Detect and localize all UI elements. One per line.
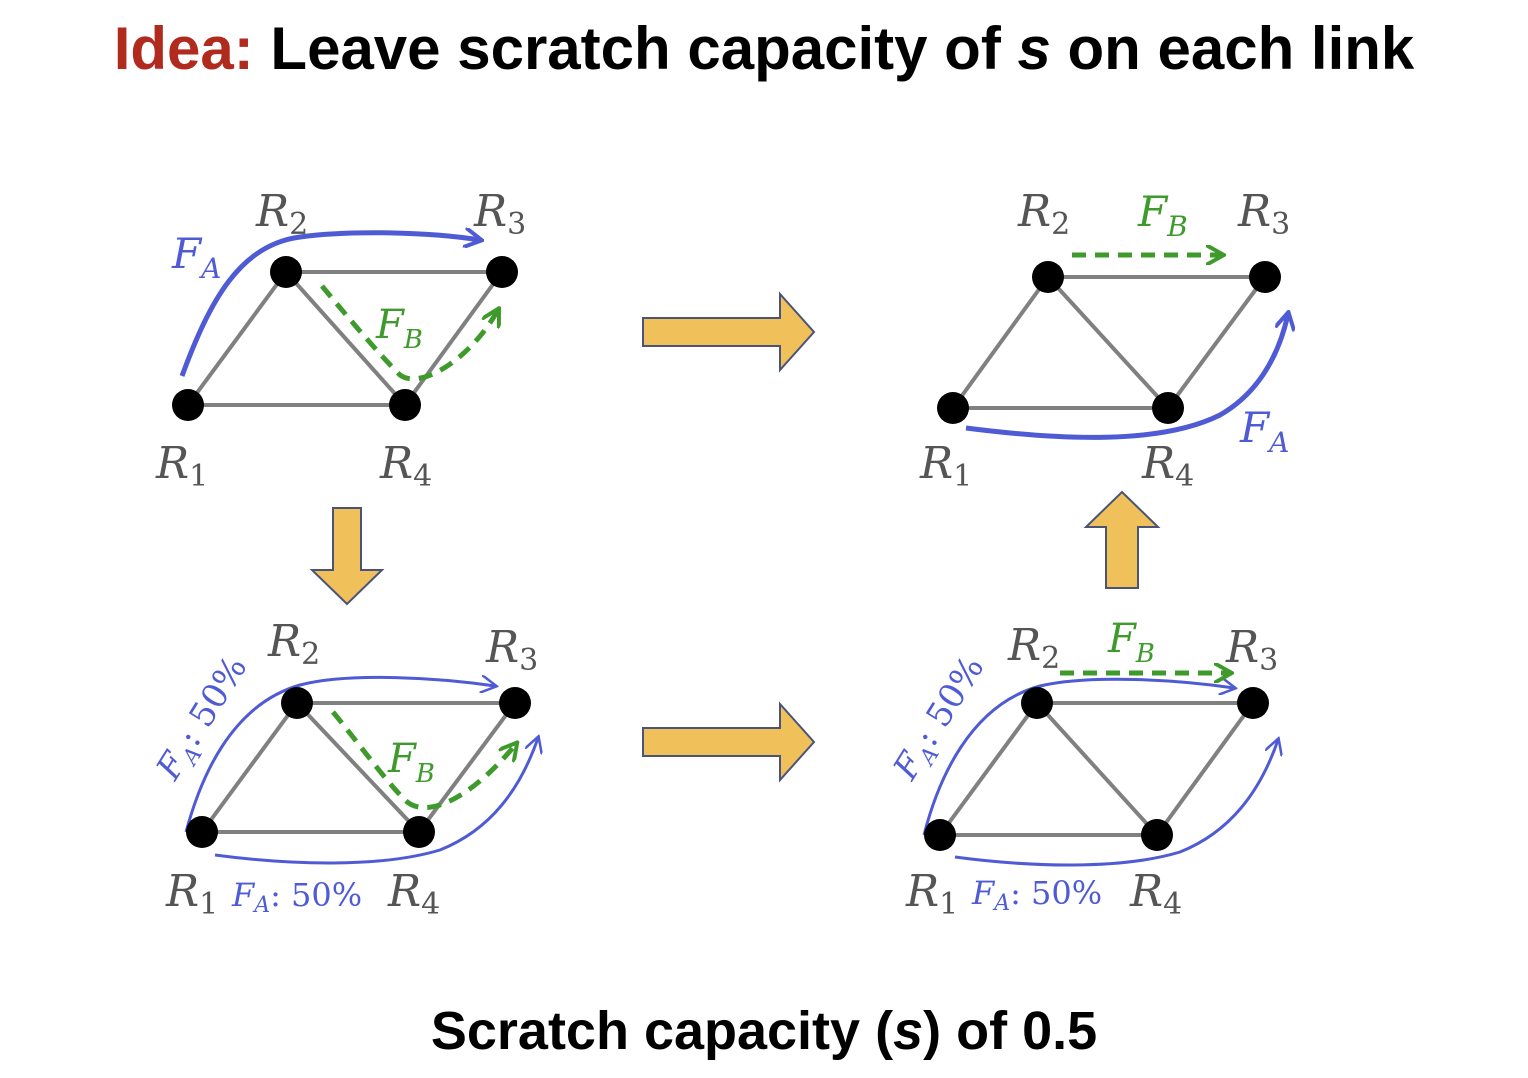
label-r4: R4 [1141, 438, 1194, 494]
flow-a-lower-path [954, 740, 1278, 867]
router-r2-node [281, 687, 313, 719]
flow-b-path [320, 284, 498, 382]
caption-suffix: ) of 0.5 [923, 1001, 1098, 1061]
caption-prefix: Scratch capacity ( [430, 1001, 894, 1061]
flow-a-upper-path [922, 679, 1234, 836]
label-r3: R3 [1225, 622, 1278, 678]
label-r1: R1 [919, 438, 972, 494]
label-r4: R4 [387, 866, 440, 922]
flow-b-label: FB [1107, 616, 1155, 669]
flow-b-label: FB [1137, 187, 1188, 243]
title-idea-label: Idea: [113, 15, 254, 82]
transition-arrow-down [309, 507, 385, 606]
label-r3: R3 [473, 186, 526, 242]
router-r3-node [486, 256, 518, 288]
label-r2: R2 [255, 186, 308, 242]
title-variable: s [1017, 15, 1051, 82]
router-r1-node [172, 389, 204, 421]
panel-3-links [200, 701, 517, 834]
title-suffix: on each link [1067, 15, 1415, 82]
scratch-capacity-caption: Scratch capacity (s) of 0.5 [0, 1000, 1528, 1062]
router-r4-node [1141, 819, 1173, 851]
router-r1-node [186, 816, 218, 848]
router-r3-node [499, 687, 531, 719]
router-r3-node [1237, 687, 1269, 719]
panel-4-links [938, 701, 1255, 837]
label-r1: R1 [165, 866, 218, 922]
router-r2-node [1021, 687, 1053, 719]
transition-arrow-up [1083, 490, 1161, 589]
panel-split-flow: R1 R2 R3 R4 FA: 50% FA: 50% FB [148, 616, 538, 922]
router-r1-node [924, 819, 956, 851]
flow-a-label: FA [171, 229, 221, 285]
label-r3: R3 [1237, 186, 1290, 242]
label-r4: R4 [379, 438, 432, 494]
router-r2-node [1032, 261, 1064, 293]
flow-a-lower-path [214, 738, 538, 865]
router-r4-node [389, 389, 421, 421]
panel-flow-b-moved: R1 R2 R3 R4 FA: 50% FA: 50% FB [885, 616, 1278, 922]
flow-a-path [179, 233, 480, 377]
flow-a-lower-share-label: FA: 50% [231, 876, 362, 918]
title-text: Leave scratch capacity of [270, 15, 1001, 82]
caption-variable: s [893, 1001, 924, 1061]
panel-initial: R1 R2 R3 R4 FA FB [155, 186, 526, 494]
router-r4-node [403, 816, 435, 848]
flow-a-upper-share-label: FA: 50% [885, 649, 996, 790]
panel-final: R1 R2 R3 R4 FB FA [919, 186, 1290, 494]
flow-b-label: FB [375, 302, 423, 355]
flow-a-label: FA [1239, 403, 1289, 459]
panel-1-links [186, 270, 504, 407]
panel-2-links [951, 275, 1267, 410]
flow-a-lower-share-label: FA: 50% [971, 874, 1102, 916]
label-r1: R1 [905, 866, 958, 922]
slide-title: Idea: Leave scratch capacity of s on eac… [0, 14, 1528, 83]
router-r2-node [270, 256, 302, 288]
router-r3-node [1249, 261, 1281, 293]
flow-b-path [331, 710, 516, 811]
label-r4: R4 [1129, 866, 1182, 922]
label-r2: R2 [267, 616, 320, 672]
label-r2: R2 [1007, 620, 1060, 676]
label-r1: R1 [155, 438, 208, 494]
flow-b-label: FB [387, 736, 435, 789]
flow-a-path [965, 314, 1288, 440]
flow-a-upper-path [184, 677, 495, 833]
label-r3: R3 [485, 622, 538, 678]
router-r1-node [937, 392, 969, 424]
transition-arrow-right [642, 701, 816, 783]
router-r4-node [1152, 392, 1184, 424]
transition-arrow-right [642, 291, 816, 373]
label-r2: R2 [1017, 186, 1070, 242]
